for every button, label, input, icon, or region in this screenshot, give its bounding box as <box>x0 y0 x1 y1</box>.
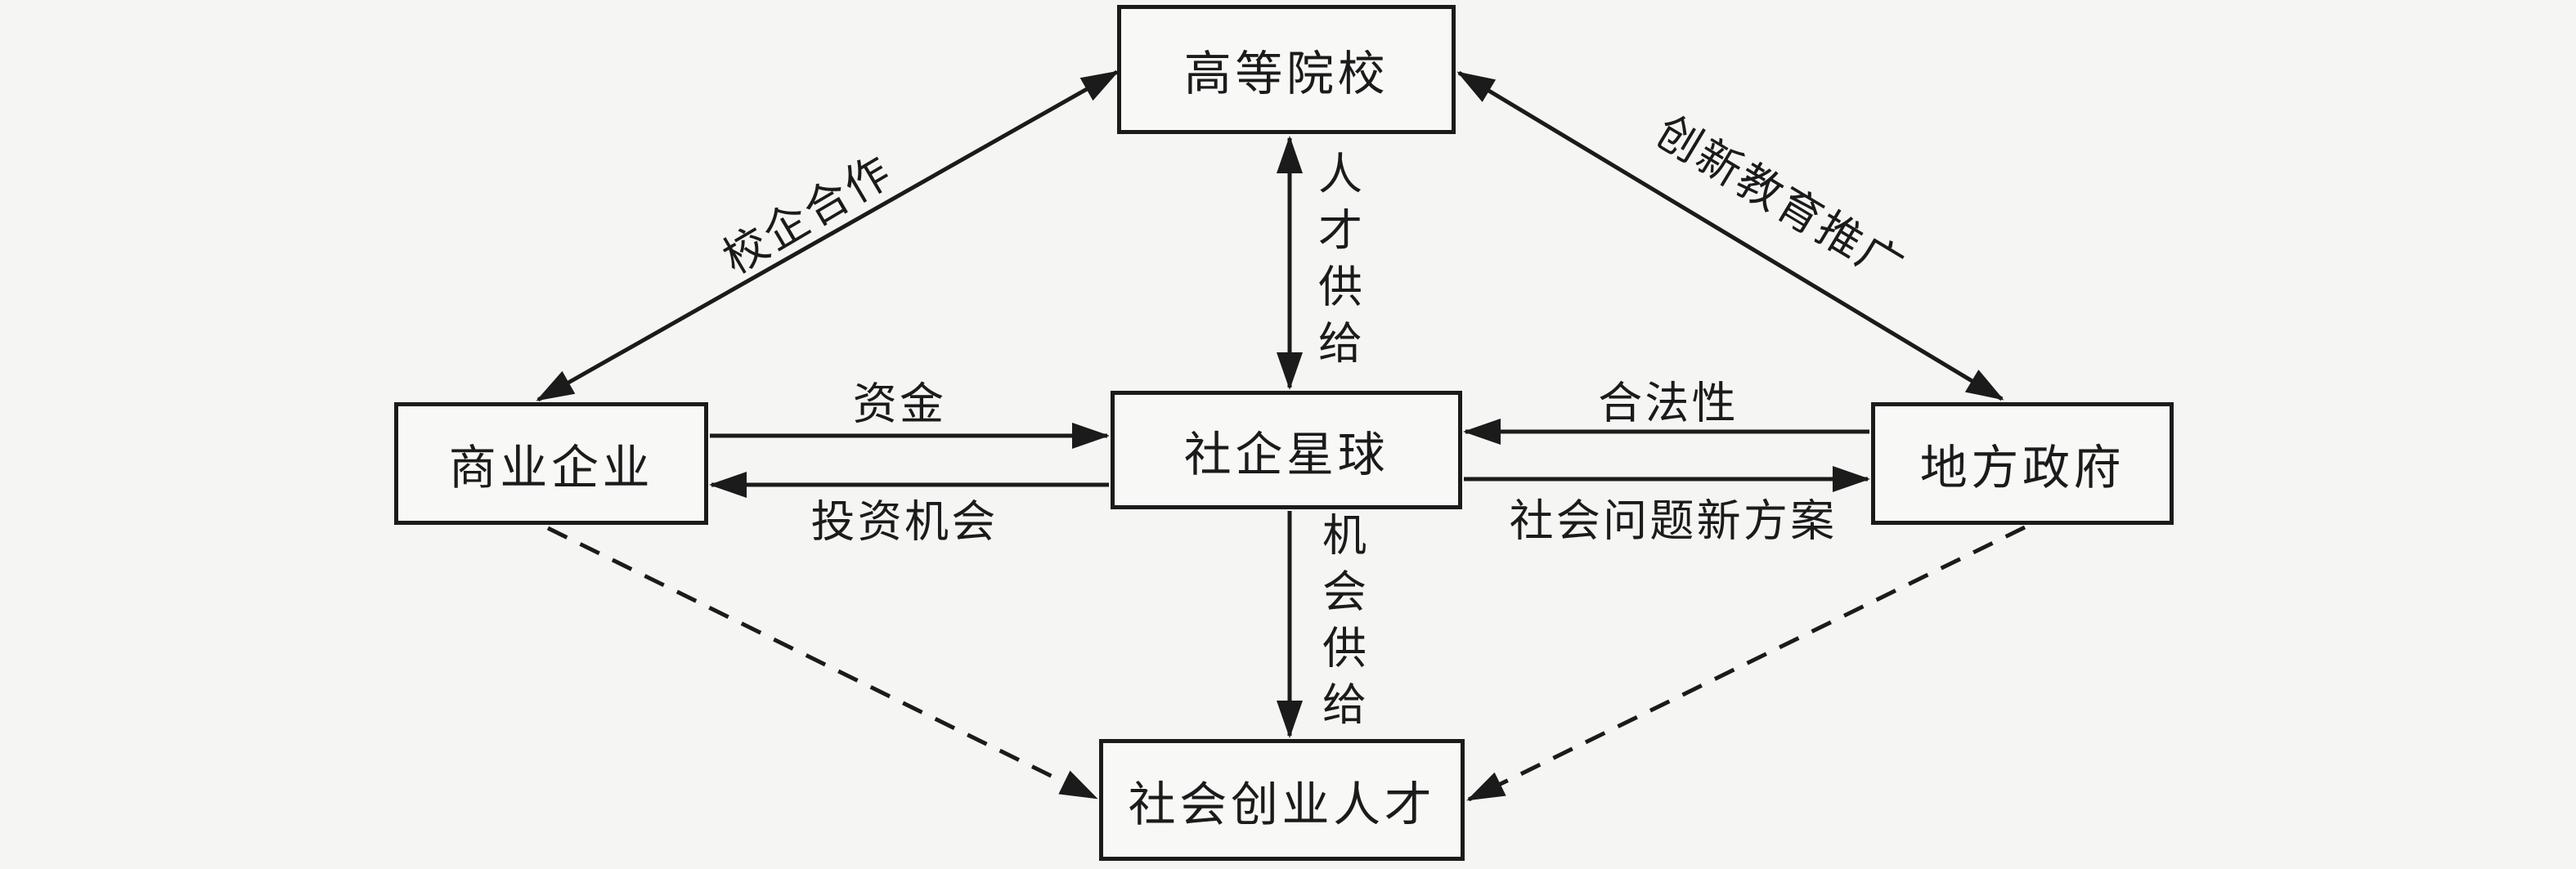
node-government: 地方政府 <box>1871 402 2174 525</box>
node-university: 高等院校 <box>1117 5 1456 134</box>
edge-label-funds: 资金 <box>852 379 947 429</box>
edge-school-enterprise-cooperation-line <box>536 69 1120 402</box>
node-talent: 社会创业人才 <box>1099 739 1465 861</box>
node-university-label: 高等院校 <box>1183 47 1389 101</box>
edge-business-to-talent-dashed-line <box>546 526 1098 800</box>
node-platform: 社企星球 <box>1111 391 1462 509</box>
node-talent-label: 社会创业人才 <box>1128 777 1436 831</box>
edge-label-investment-opportunities: 投资机会 <box>810 497 999 547</box>
edge-label-talent-supply: 人才供给 <box>1311 150 1361 377</box>
edge-label-opportunity-supply: 机会供给 <box>1315 511 1365 738</box>
edge-label-new-social-problem-solutions: 社会问题新方案 <box>1509 496 1838 546</box>
edge-innovation-education-promotion-line <box>1456 70 2004 401</box>
node-government-label: 地方政府 <box>1919 441 2125 495</box>
edge-government-to-talent-dashed-line <box>1466 525 2026 802</box>
node-business: 商业企业 <box>394 402 708 525</box>
node-platform-label: 社企星球 <box>1183 428 1389 482</box>
node-business-label: 商业企业 <box>448 441 654 495</box>
edge-label-legitimacy: 合法性 <box>1598 379 1739 428</box>
